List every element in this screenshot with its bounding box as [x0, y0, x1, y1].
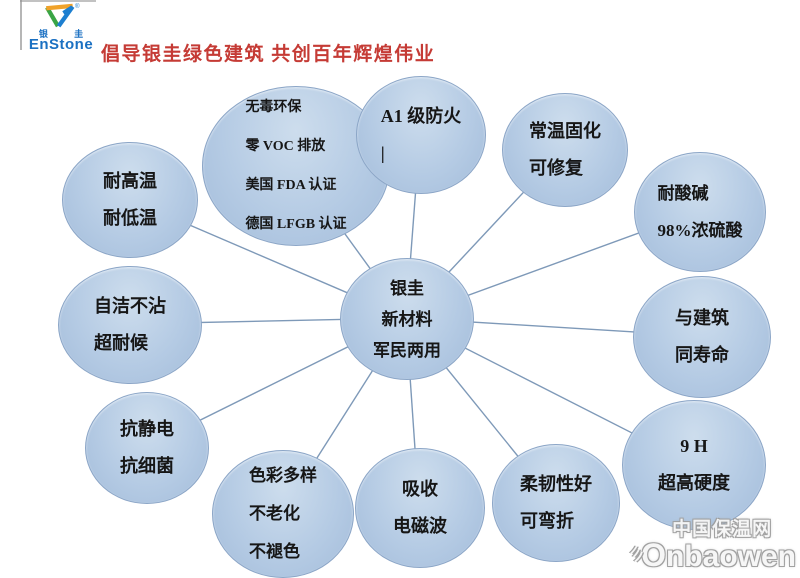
- diagram-node-heat-resistant: 耐高温耐低温: [62, 142, 198, 258]
- triangle-logo-icon: ®: [45, 3, 80, 28]
- node-line: 可修复: [529, 158, 583, 178]
- node-line: 新材料: [381, 309, 433, 329]
- node-line: 德国 LFGB 认证: [245, 217, 347, 232]
- diagram-node-certifications: 无毒环保零 VOC 排放美国 FDA 认证德国 LFGB 认证: [202, 86, 390, 246]
- node-text-certifications: 无毒环保零 VOC 排放美国 FDA 认证德国 LFGB 认证: [245, 88, 346, 244]
- diagram-node-self-cleaning: 自洁不沾超耐候: [58, 266, 202, 384]
- node-line: 抗静电: [120, 419, 174, 439]
- site-watermark: 中国保温网 彡Onbaowen: [627, 519, 796, 573]
- node-line: 同寿命: [675, 345, 729, 365]
- node-line: 98%浓硫酸: [657, 221, 743, 240]
- diagram-node-colorfast: 色彩多样不老化不褪色: [212, 450, 354, 578]
- node-line: 零 VOC 排放: [245, 139, 326, 154]
- scan-edge-vertical: [20, 0, 22, 50]
- node-text-self-cleaning: 自洁不沾超耐候: [94, 288, 166, 362]
- node-line: 抗细菌: [120, 456, 174, 476]
- node-line: A1 级防火: [380, 106, 462, 126]
- node-line: 色彩多样: [249, 466, 317, 485]
- node-line: 自洁不沾: [94, 296, 166, 316]
- watermark-en: 彡Onbaowen: [627, 537, 796, 573]
- node-text-absorb-em-wave: 吸收电磁波: [393, 471, 447, 545]
- node-text-flexible: 柔韧性好可弯折: [520, 466, 592, 540]
- node-line: |: [380, 143, 385, 163]
- registered-mark: ®: [75, 3, 80, 10]
- node-line: 耐酸碱: [657, 184, 709, 203]
- node-line: 美国 FDA 认证: [245, 178, 337, 193]
- diagram-node-core: 银圭新材料军民两用: [340, 258, 474, 380]
- watermark-o: O: [641, 537, 666, 573]
- node-line: 电磁波: [393, 516, 447, 536]
- scan-edge-horizontal: [20, 0, 96, 2]
- watermark-en-rest: nbaowen: [665, 540, 796, 573]
- node-line: 不老化: [249, 504, 300, 523]
- node-line: 军民两用: [373, 340, 441, 360]
- diagram-node-antistatic: 抗静电抗细菌: [85, 392, 209, 504]
- node-text-acid-alkali: 耐酸碱 98%浓硫酸: [658, 175, 743, 249]
- diagram-node-flexible: 柔韧性好可弯折: [492, 444, 620, 562]
- node-line: 柔韧性好: [520, 474, 592, 494]
- node-text-colorfast: 色彩多样不老化不褪色: [249, 457, 317, 571]
- diagram-node-hardness: 9 H 超高硬度: [622, 400, 766, 530]
- node-line: 耐低温: [103, 208, 157, 228]
- slogan-text: 倡导银圭绿色建筑 共创百年辉煌伟业: [101, 44, 436, 65]
- watermark-cn: 中国保温网: [672, 519, 773, 540]
- node-line: 9 H: [680, 436, 708, 456]
- logo-brand-cn: 银 圭: [38, 29, 96, 39]
- node-line: 可弯折: [520, 511, 574, 531]
- node-line: 与建筑: [675, 308, 729, 328]
- node-text-room-temp-cure: 常温固化可修复: [529, 113, 601, 187]
- node-line: 不褪色: [249, 542, 300, 561]
- enstone-logo: ® 银 圭 EnStone: [22, 2, 100, 52]
- node-line: 无毒环保: [245, 100, 302, 115]
- node-line: 银圭: [390, 278, 424, 298]
- diagram-node-fireproof: A1 级防火 |: [356, 76, 486, 194]
- diagram-node-building-lifespan: 与建筑同寿命: [633, 276, 771, 398]
- node-line: 超耐候: [94, 333, 148, 353]
- node-text-heat-resistant: 耐高温耐低温: [103, 163, 157, 237]
- node-line: 超高硬度: [658, 473, 730, 493]
- logo-brand-en: EnStone: [28, 36, 94, 53]
- node-text-core: 银圭新材料军民两用: [373, 273, 441, 366]
- node-line: 常温固化: [529, 121, 601, 141]
- diagram-node-room-temp-cure: 常温固化可修复: [502, 93, 628, 207]
- node-text-hardness: 9 H 超高硬度: [658, 428, 730, 502]
- node-text-antistatic: 抗静电抗细菌: [120, 411, 174, 485]
- node-line: 耐高温: [103, 171, 157, 191]
- diagram-node-acid-alkali: 耐酸碱 98%浓硫酸: [634, 152, 766, 272]
- diagram-node-absorb-em-wave: 吸收电磁波: [355, 448, 485, 568]
- node-text-fireproof: A1 级防火 |: [381, 98, 462, 172]
- node-text-building-lifespan: 与建筑同寿命: [675, 300, 729, 374]
- node-line: 吸收: [402, 479, 438, 499]
